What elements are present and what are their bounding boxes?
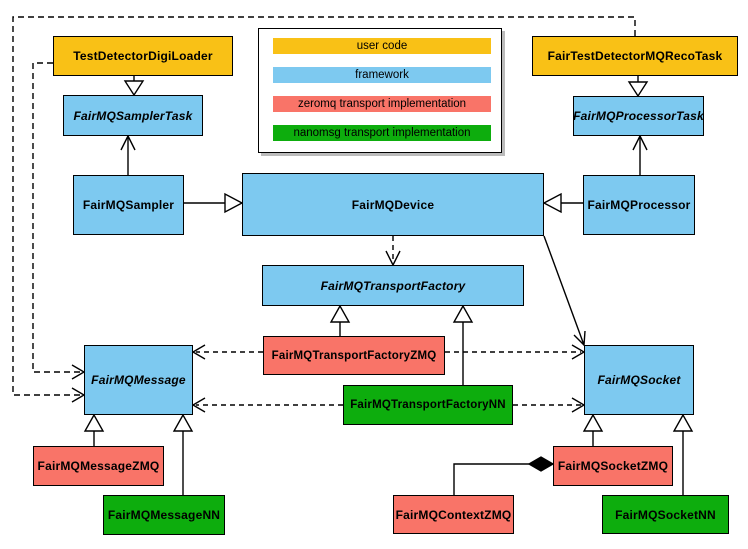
class-box-fairmqcontextzmq: FairMQContextZMQ — [393, 495, 514, 534]
class-box-fairmqdevice: FairMQDevice — [242, 173, 544, 236]
legend-box: user code framework zeromq transport imp… — [258, 28, 502, 153]
class-box-fairmqsocketzmq: FairMQSocketZMQ — [553, 446, 673, 486]
edge-dependency-factorynn-message — [191, 397, 343, 413]
class-box-fairmqmessagezmq: FairMQMessageZMQ — [33, 446, 164, 486]
edge-dependency-factorynn-socket — [513, 397, 586, 413]
edge-extends-digiloader-samplertask — [123, 76, 145, 97]
edge-dependency-factoryzmq-socket — [445, 344, 586, 360]
class-box-fairmqsocketnn: FairMQSocketNN — [602, 495, 729, 534]
edge-extends-messagezmq-message — [83, 413, 105, 446]
edge-extends-recotask-processortask — [627, 76, 649, 98]
edge-association-device-socket — [543, 235, 586, 347]
class-box-fairmqsampler: FairMQSampler — [73, 175, 184, 235]
edge-association-sampler-samplertask — [120, 134, 136, 175]
edge-extends-factoryzmq-factory — [329, 304, 351, 336]
edge-extends-factorynn-factory — [452, 304, 474, 385]
legend-swatch-nanomsg: nanomsg transport implementation — [273, 125, 491, 141]
class-box-fairmqmessage: FairMQMessage — [84, 345, 193, 415]
edge-extends-messagenn-message — [172, 413, 194, 495]
edge-composition-contextzmq-socketzmq — [453, 456, 555, 495]
edge-extends-socketnn-socket — [672, 413, 694, 495]
edge-association-processor-processortask — [632, 134, 648, 175]
edge-dependency-factoryzmq-message — [191, 344, 263, 360]
class-box-fairmqtransportfactorynn: FairMQTransportFactoryNN — [343, 385, 513, 425]
edge-extends-processor-device — [542, 192, 583, 214]
class-box-fairmqmessagenn: FairMQMessageNN — [103, 495, 225, 535]
class-box-testdetectordigiloader: TestDetectorDigiLoader — [53, 36, 233, 76]
class-box-fairmqsocket: FairMQSocket — [584, 345, 694, 415]
class-box-fairmqprocessor: FairMQProcessor — [583, 175, 695, 235]
edge-extends-sampler-device — [184, 192, 244, 214]
legend-swatch-user-code: user code — [273, 38, 491, 54]
class-box-fairmqtransportfactoryzmq: FairMQTransportFactoryZMQ — [263, 336, 445, 375]
legend-swatch-zeromq: zeromq transport implementation — [273, 96, 491, 112]
edge-dependency-device-transportfactory — [385, 236, 401, 267]
class-box-fairmqprocessortask: FairMQProcessorTask — [573, 96, 704, 136]
class-box-fairmqsamplertask: FairMQSamplerTask — [63, 95, 203, 136]
class-box-fairmqtransportfactory: FairMQTransportFactory — [262, 265, 524, 306]
legend-swatch-framework: framework — [273, 67, 491, 83]
edge-extends-socketzmq-socket — [582, 413, 604, 446]
class-box-fairtestdetectormqrecotask: FairTestDetectorMQRecoTask — [532, 36, 738, 76]
